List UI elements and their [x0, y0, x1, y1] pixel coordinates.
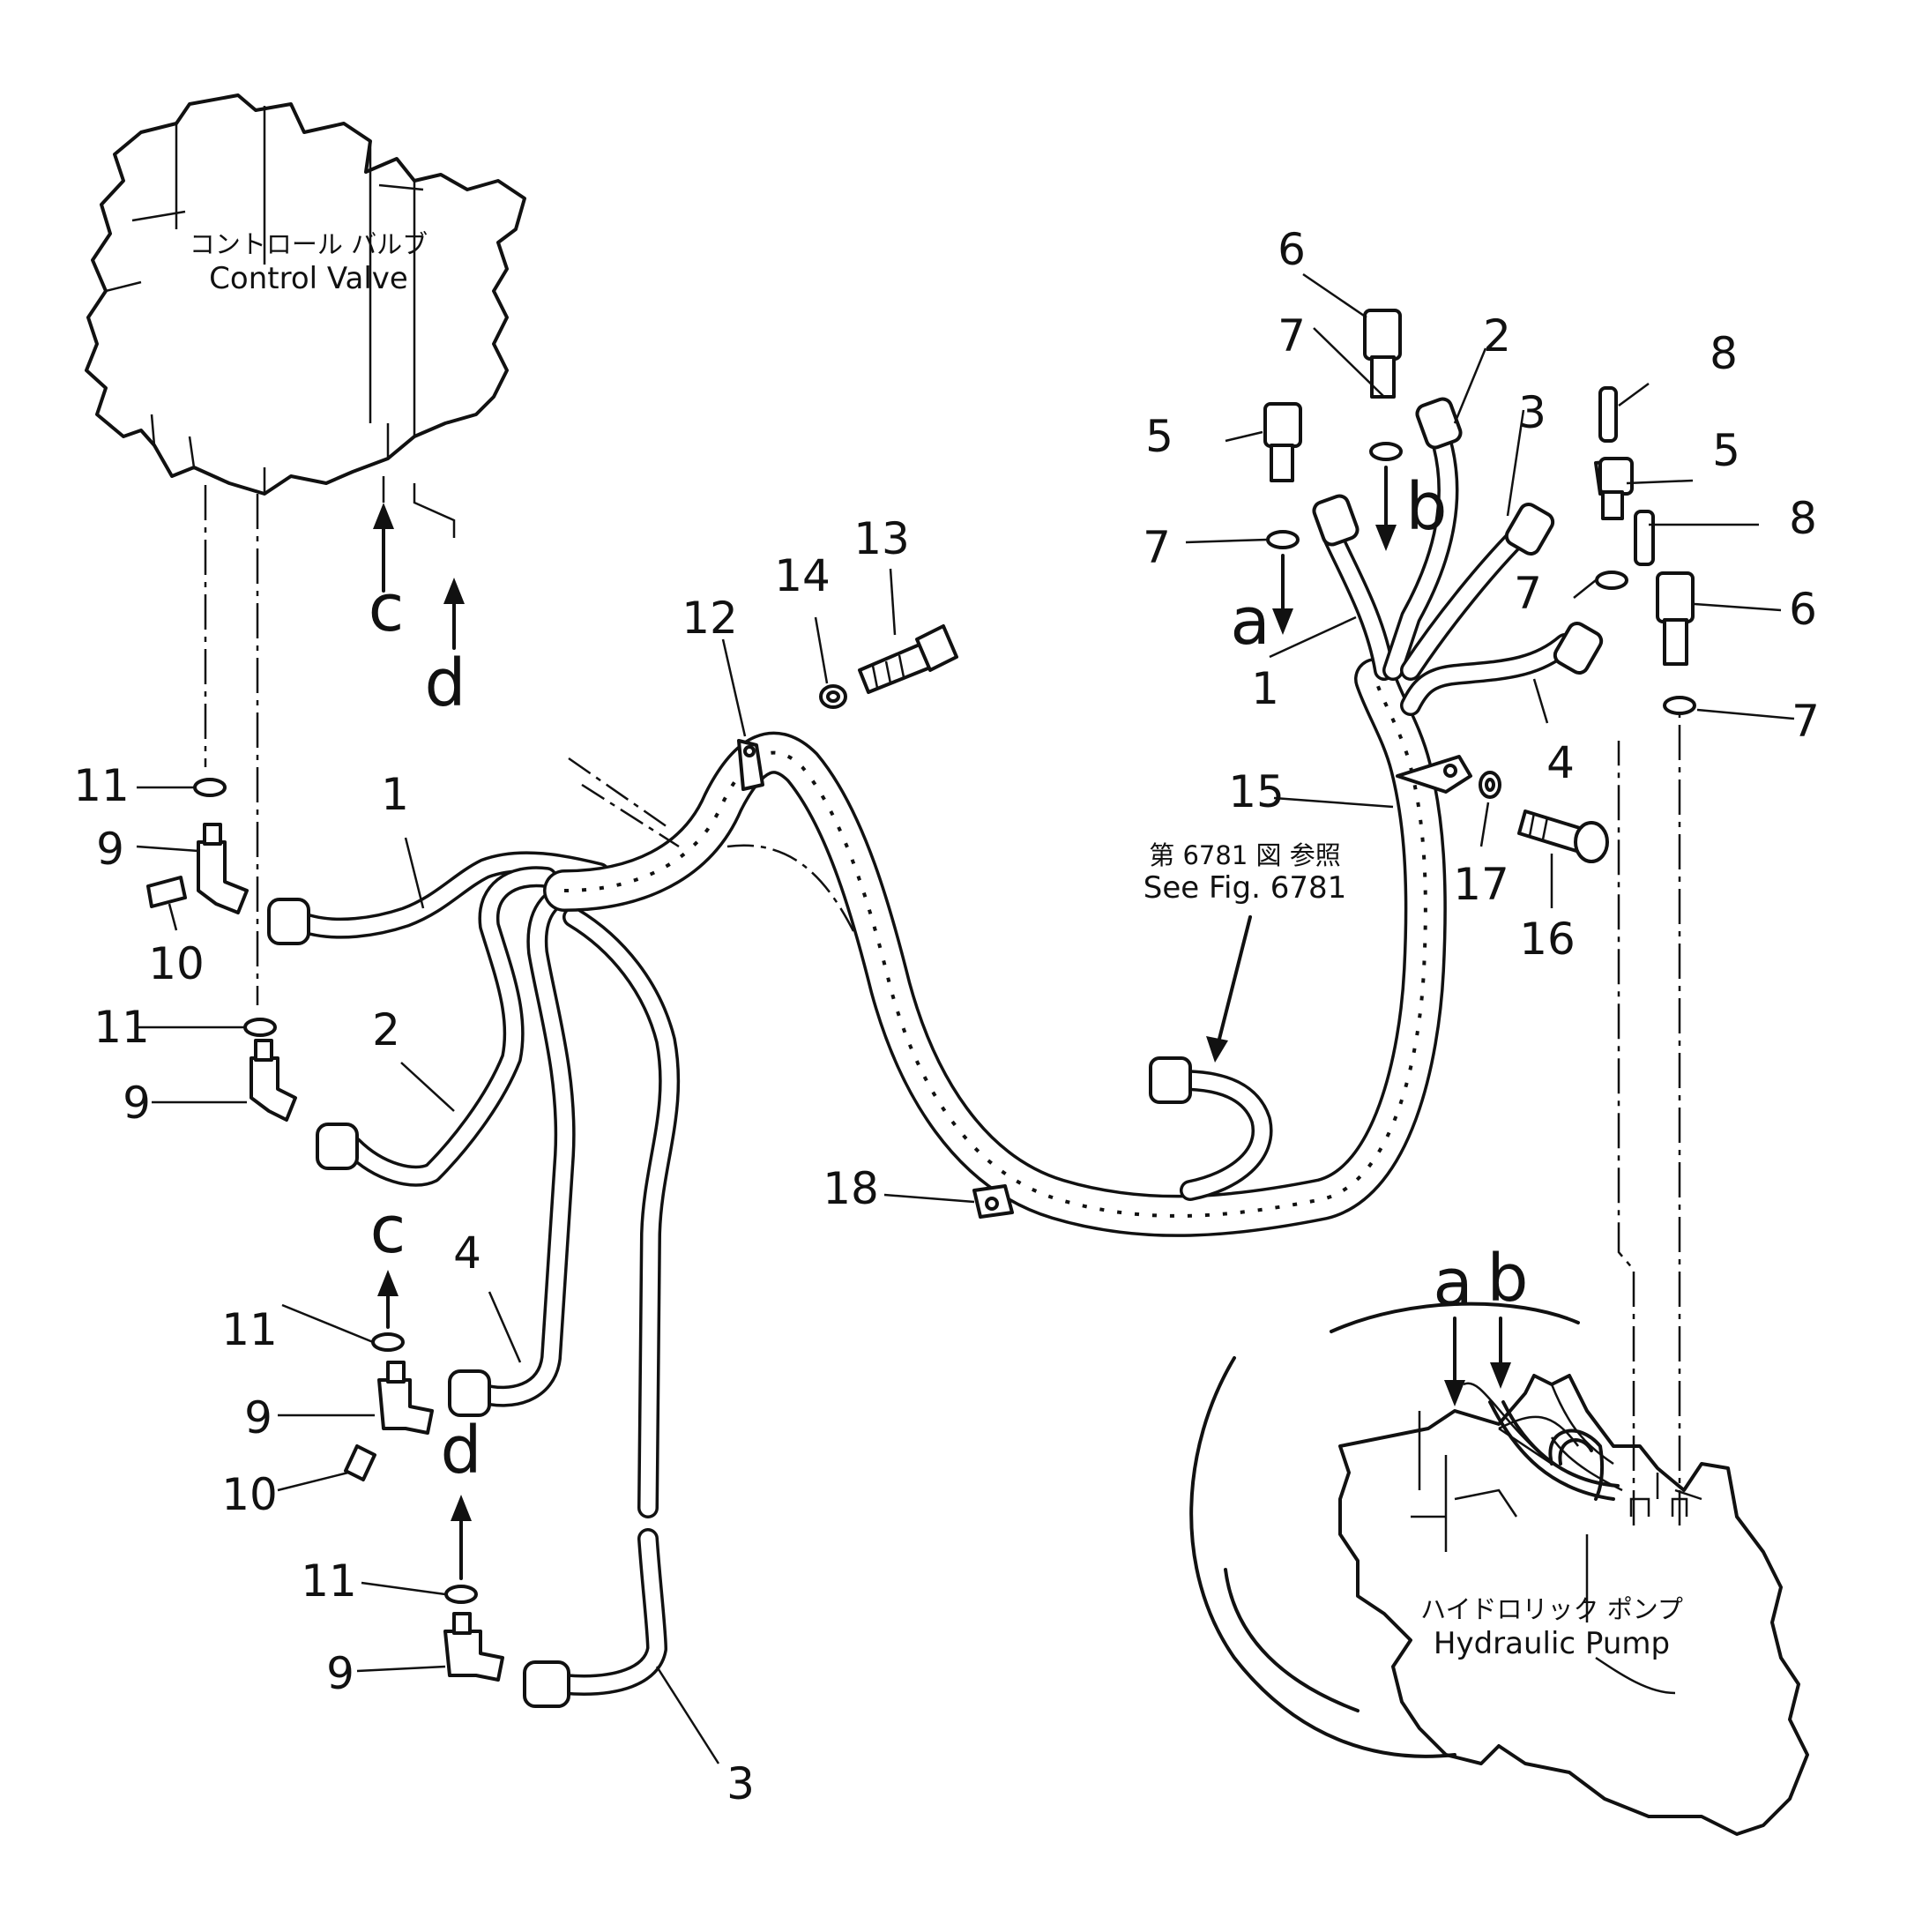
callout-bolt-16: 16 — [1519, 914, 1576, 965]
letter-c-top: c — [369, 571, 405, 646]
callout-block-6-right: 6 — [1789, 584, 1817, 635]
callout-ring-7-b: 7 — [1143, 522, 1171, 573]
frame-channel — [568, 757, 857, 936]
pump-port-centerlines — [1617, 714, 1688, 1525]
callout-hose-4-left: 4 — [453, 1227, 481, 1279]
callout-washer-17: 17 — [1453, 859, 1509, 910]
plug-10 — [146, 876, 376, 1481]
callout-hose-2-left: 2 — [372, 1004, 400, 1056]
callout-hose-2-right: 2 — [1483, 310, 1511, 362]
control-valve-label: コントロール バルブ Control Valve — [190, 229, 428, 296]
reference-label-en: See Fig. 6781 — [1144, 870, 1346, 906]
callout-numbers: 1 2 3 4 1 2 3 4 5 5 6 6 7 7 7 7 8 8 9 9 … — [73, 224, 1820, 1809]
callout-elbow-9-2: 9 — [123, 1078, 151, 1129]
letter-d-top: d — [425, 645, 466, 721]
hose-assembly-2 — [342, 866, 557, 1187]
protective-wrap-bundle — [543, 658, 1447, 1237]
bolt-13 — [858, 624, 958, 694]
letter-c-mid: c — [370, 1192, 406, 1268]
clamp-18 — [972, 1184, 1014, 1219]
reference-note: 第 6781 図 参照 See Fig. 6781 — [1144, 840, 1346, 906]
hose-to-fig-6781 — [1149, 1056, 1273, 1201]
callout-ring-11-2: 11 — [93, 1002, 150, 1053]
callout-clamp-18: 18 — [823, 1163, 879, 1214]
letter-b-pump: b — [1487, 1241, 1529, 1317]
callout-hose-4-right: 4 — [1546, 737, 1575, 788]
bolt-16 — [1517, 809, 1609, 863]
callout-plug-8-bottom: 8 — [1789, 493, 1817, 544]
control-valve-label-en: Control Valve — [209, 261, 408, 296]
letter-b-top: b — [1406, 469, 1448, 545]
hydraulic-pump-label-jp: ハイドロリック ポンプ — [1420, 1594, 1683, 1624]
callout-ring-7-d: 7 — [1792, 696, 1820, 747]
letter-d-mid: d — [441, 1413, 482, 1488]
washer-14 — [819, 684, 847, 709]
hydraulic-pump-label: ハイドロリック ポンプ Hydraulic Pump — [1420, 1594, 1683, 1661]
callout-bolt-13: 13 — [853, 513, 910, 564]
o-rings — [193, 442, 1696, 1604]
clamp-12 — [737, 739, 764, 791]
elbow-5 — [1263, 402, 1634, 520]
callout-ring-7-a: 7 — [1278, 310, 1306, 362]
connection-letters: c d c d a b a b — [369, 469, 1529, 1488]
callout-block-6-top: 6 — [1278, 224, 1306, 275]
hoses-right-fanout — [1312, 397, 1604, 716]
callout-clamp-12: 12 — [682, 593, 738, 644]
callout-elbow-9-4: 9 — [326, 1648, 354, 1699]
hose-fitting-ends-left — [267, 898, 570, 1708]
hydraulic-pump-outline — [1189, 1302, 1809, 1836]
callout-ring-11-4: 11 — [301, 1555, 357, 1607]
hose-assembly-1 — [289, 851, 610, 939]
elbow-fittings-9 — [197, 823, 504, 1682]
letter-a-pump: a — [1433, 1245, 1472, 1321]
callout-ring-7-c: 7 — [1514, 568, 1542, 619]
callout-hose-3-right: 3 — [1518, 387, 1546, 438]
hydraulic-pump-label-en: Hydraulic Pump — [1434, 1626, 1670, 1661]
callout-clamp-15: 15 — [1228, 766, 1285, 817]
block-6 — [1363, 309, 1695, 666]
callout-elbow-9-1: 9 — [96, 824, 124, 875]
callout-washer-14: 14 — [774, 550, 831, 601]
callout-ring-11-3: 11 — [221, 1304, 278, 1355]
valve-port-centerlines — [204, 476, 456, 1005]
washer-17 — [1479, 771, 1501, 799]
hose-assembly-3 — [554, 906, 681, 1696]
control-valve-outline — [85, 93, 526, 496]
connection-arrows — [373, 466, 1511, 1580]
callout-hose-3-bottom: 3 — [726, 1758, 755, 1809]
callout-plug-8-top: 8 — [1710, 328, 1738, 379]
callout-hose-1-right: 1 — [1251, 663, 1279, 714]
control-valve-label-jp: コントロール バルブ — [190, 229, 428, 259]
leader-lines — [136, 272, 1795, 1764]
callout-elbow-9-3: 9 — [244, 1392, 272, 1443]
callout-ring-11-1: 11 — [73, 760, 130, 811]
hose-assembly-4 — [470, 880, 592, 1407]
reference-label-jp: 第 6781 図 参照 — [1149, 840, 1340, 870]
callout-elbow-5-left: 5 — [1145, 411, 1173, 462]
callout-plug-10-bottom: 10 — [221, 1469, 278, 1520]
pump-connection-hoses — [1488, 1400, 1620, 1501]
letter-a-top: a — [1230, 584, 1270, 660]
callout-hose-1-left: 1 — [381, 769, 409, 820]
clamp-15 — [1396, 755, 1472, 794]
callout-elbow-5-right: 5 — [1712, 425, 1740, 476]
callout-plug-10-top: 10 — [148, 938, 205, 989]
